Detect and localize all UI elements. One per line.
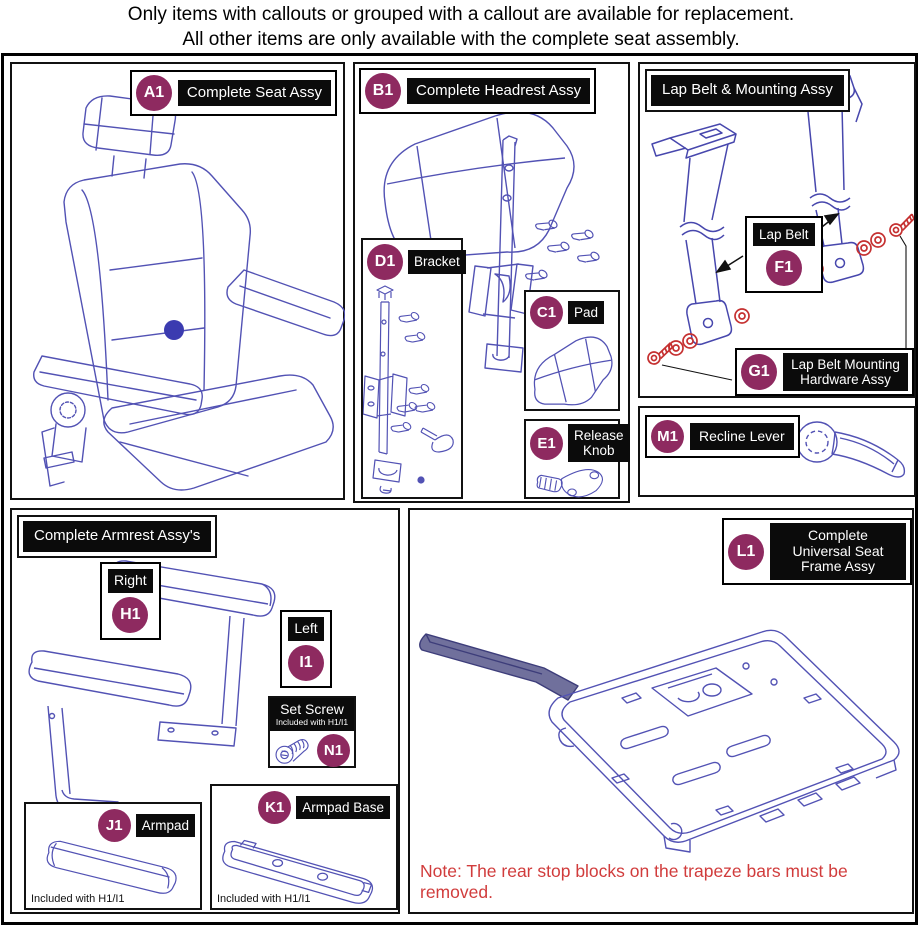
callout-label-armrest-left: Left (288, 617, 324, 641)
callout-label-bracket: Bracket (408, 250, 466, 274)
set-screw-note: Included with H1/I1 (275, 717, 349, 727)
callout-label-complete-headrest: Complete Headrest Assy (407, 77, 591, 105)
set-screw-label-box: Set Screw Included with H1/I1 (270, 698, 354, 731)
callout-badge-g1: G1 (741, 354, 777, 391)
callout-bracket: D1 Bracket (363, 240, 466, 284)
subbox-pad: C1 Pad (524, 290, 620, 411)
subbox-set-screw: Set Screw Included with H1/I1 N1 (268, 696, 356, 768)
callout-badge-l1: L1 (728, 533, 764, 570)
header-line-2: All other items are only available with … (182, 29, 740, 50)
callout-seat-frame: L1 Complete Universal Seat Frame Assy (722, 518, 912, 586)
bracket-illustration (362, 285, 454, 494)
callout-badge-f1: F1 (765, 250, 802, 287)
armpad-footnote: Included with H1/I1 (31, 893, 125, 905)
callout-label-seat-frame: Complete Universal Seat Frame Assy (770, 523, 906, 581)
armpad-base-illustration (222, 839, 374, 904)
callout-release-knob: E1 Release Knob (526, 421, 630, 466)
set-screw-label: Set Screw (280, 701, 344, 717)
callout-complete-seat: A1 Complete Seat Assy (129, 70, 337, 116)
callout-armpad: J1 Armpad (97, 809, 195, 842)
panel-lap-belt: Lap Belt & Mounting Assy (638, 62, 916, 398)
lap-belt-panel-title-box: Lap Belt & Mounting Assy (645, 69, 850, 112)
callout-armrest-right: Right H1 (100, 562, 161, 640)
callout-badge-a1: A1 (135, 75, 172, 111)
callout-label-armpad: Armpad (135, 813, 195, 838)
seat-illustration (33, 95, 345, 491)
recline-lever-illustration (796, 421, 906, 478)
panel-complete-armrest: Complete Armrest Assy's Right (10, 508, 400, 914)
callout-badge-j1: J1 (97, 809, 131, 842)
panel-seat-frame: L1 Complete Universal Seat Frame Assy (408, 508, 914, 914)
panel-recline-lever: M1 Recline Lever (638, 406, 916, 497)
callout-badge-n1: N1 (317, 734, 350, 767)
callout-label-armrest-right: Right (108, 569, 153, 593)
subbox-release-knob: E1 Release Knob (524, 419, 630, 499)
callout-armrest-left: Left I1 (280, 610, 332, 688)
callout-pad: C1 Pad (526, 292, 618, 333)
lap-belt-illustration (644, 70, 914, 381)
callout-label-complete-seat: Complete Seat Assy (177, 79, 331, 107)
callout-label-release-knob: Release Knob (568, 424, 630, 463)
pad-illustration (533, 336, 613, 406)
armpad-illustration (46, 840, 177, 894)
callout-armpad-base: K1 Armpad Base (258, 791, 390, 824)
subbox-armpad: J1 Armpad Included with H1/I1 (24, 802, 202, 910)
callout-badge-k1: K1 (258, 791, 292, 824)
callout-lap-belt: Lap Belt F1 (745, 216, 823, 294)
armpad-base-footnote: Included with H1/I1 (217, 893, 311, 905)
callout-recline-lever: M1 Recline Lever (645, 415, 800, 458)
page-header: Only items with callouts or grouped with… (0, 2, 922, 52)
callout-badge-i1: I1 (288, 644, 324, 681)
release-knob-illustration (536, 469, 603, 498)
callout-label-lap-belt-hardware: Lap Belt Mounting Hardware Assy (783, 353, 908, 392)
lap-belt-panel-title: Lap Belt & Mounting Assy (651, 75, 844, 106)
panel-complete-headrest: B1 Complete Headrest Assy (353, 62, 630, 503)
callout-label-armpad-base: Armpad Base (296, 795, 390, 820)
callout-badge-d1: D1 (367, 244, 403, 280)
callout-label-lap-belt: Lap Belt (753, 223, 815, 247)
callout-label-pad: Pad (568, 300, 605, 325)
panel-complete-seat: A1 Complete Seat Assy (10, 62, 345, 500)
armrest-panel-title-box: Complete Armrest Assy's (17, 515, 218, 558)
callout-badge-e1: E1 (530, 426, 563, 460)
frame-note: Note: The rear stop blocks on the trapez… (420, 861, 848, 902)
diagram-outer-border: A1 Complete Seat Assy (1, 53, 918, 925)
subbox-armpad-base: K1 Armpad Base Included with H1/I1 (210, 784, 398, 910)
set-screw-illustration (275, 738, 309, 764)
callout-complete-headrest: B1 Complete Headrest Assy (359, 68, 597, 114)
callout-badge-m1: M1 (651, 420, 684, 453)
subbox-bracket: D1 Bracket (361, 238, 466, 499)
callout-label-recline-lever: Recline Lever (690, 422, 794, 451)
armrest-panel-title: Complete Armrest Assy's (23, 521, 212, 552)
seat-frame-illustration (419, 629, 900, 853)
callout-lap-belt-hardware: G1 Lap Belt Mounting Hardware Assy (735, 348, 914, 397)
header-line-1: Only items with callouts or grouped with… (127, 4, 795, 25)
callout-badge-c1: C1 (530, 296, 563, 329)
callout-badge-h1: H1 (112, 596, 149, 633)
callout-badge-b1: B1 (365, 73, 401, 109)
